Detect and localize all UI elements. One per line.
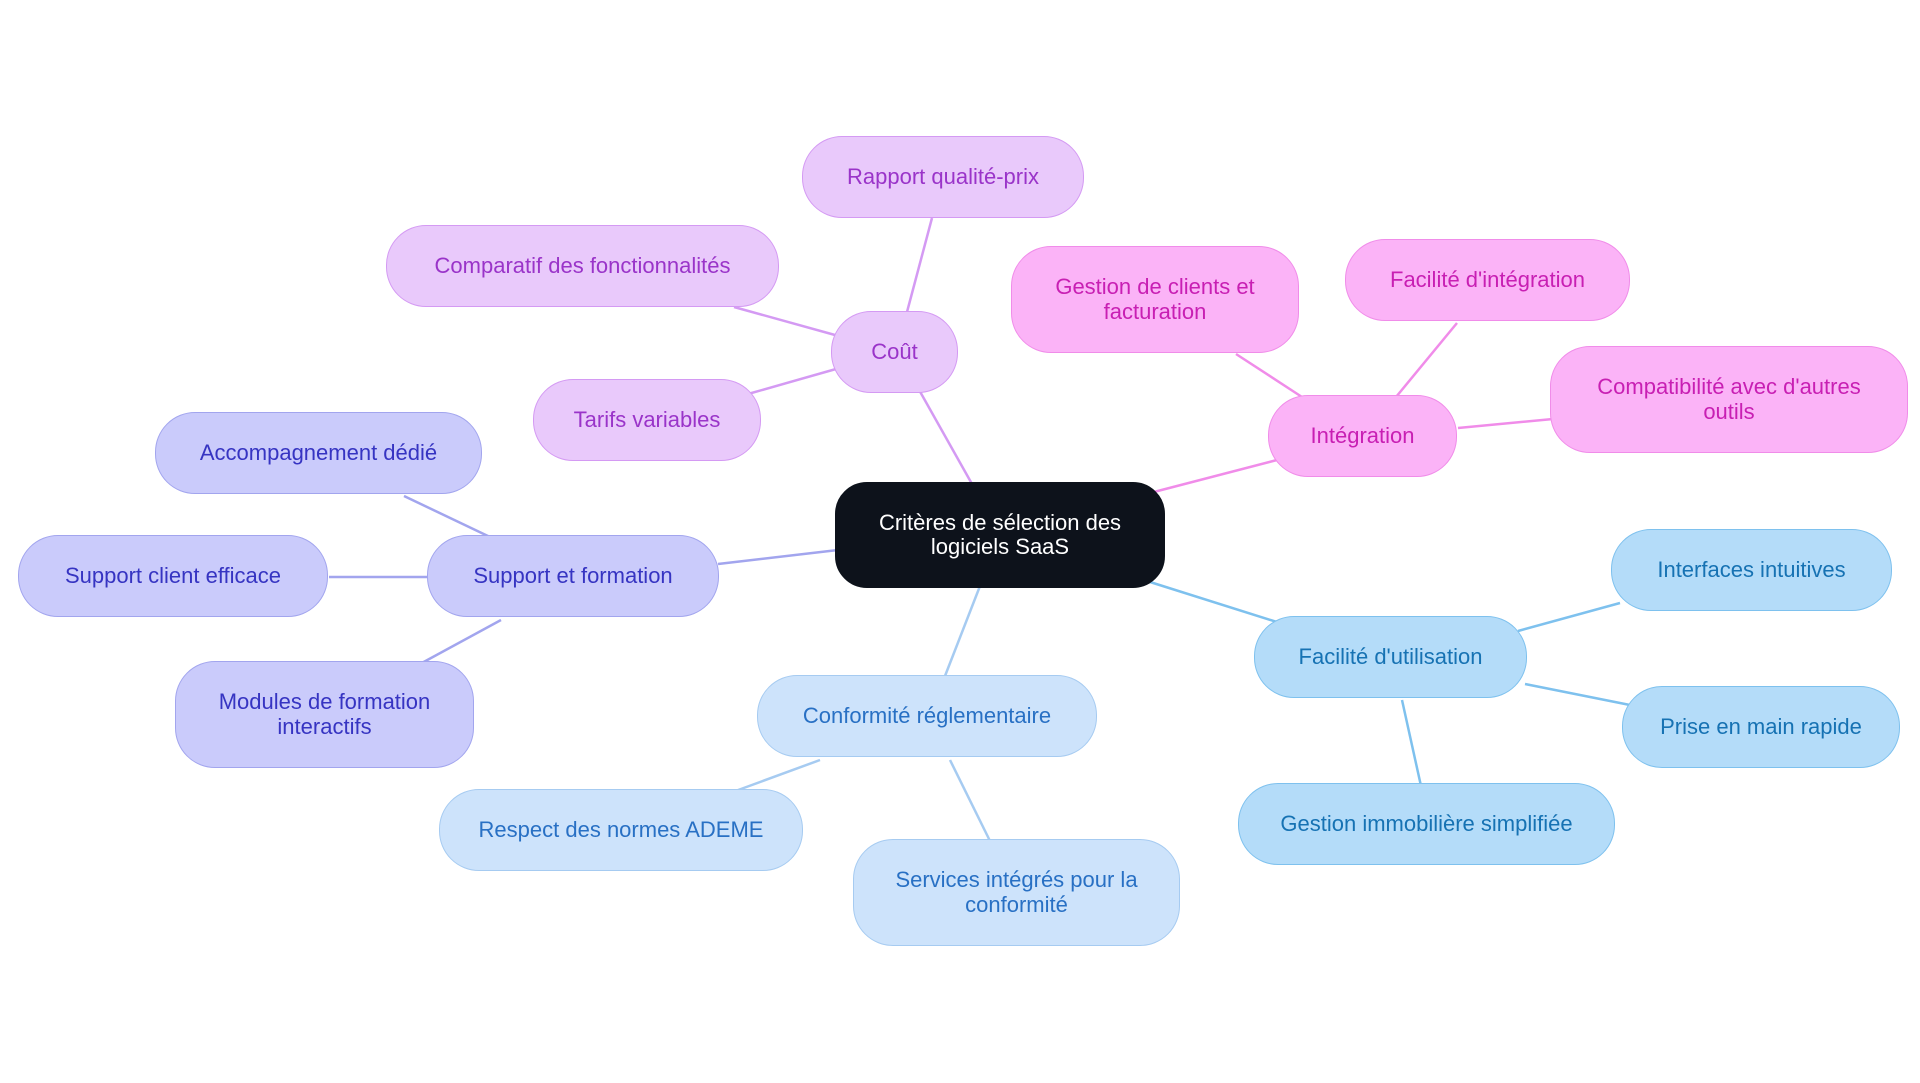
- leaf-node-tarifs-variables[interactable]: Tarifs variables: [533, 379, 761, 461]
- branch-node-label: Intégration: [1310, 422, 1415, 448]
- edge-conformite-services: [948, 759, 992, 842]
- branch-node-label: Facilité d'utilisation: [1298, 643, 1483, 669]
- leaf-node-label: Tarifs variables: [573, 406, 721, 432]
- leaf-node-comparatif-fonctionnalites[interactable]: Comparatif des fonctionnalités: [386, 225, 779, 307]
- leaf-node-gestion-immobiliere[interactable]: Gestion immobilière simplifiée: [1238, 783, 1615, 865]
- leaf-node-label: Respect des normes ADEME: [478, 816, 764, 842]
- branch-node-support-formation[interactable]: Support et formation: [427, 535, 719, 617]
- edge-root-conformite: [943, 585, 982, 677]
- leaf-node-label: Services intégrés pour la conformité: [895, 867, 1138, 917]
- root-node-label: Critères de sélection des logiciels SaaS: [878, 509, 1122, 559]
- leaf-node-gestion-clients-facturation[interactable]: Gestion de clients et facturation: [1011, 246, 1299, 353]
- edge-integration-compatibilite: [1457, 417, 1554, 430]
- edge-integration-gestion: [1235, 352, 1303, 399]
- branch-node-integration[interactable]: Intégration: [1268, 395, 1457, 477]
- leaf-node-label: Modules de formation interactifs: [218, 689, 431, 739]
- leaf-node-label: Compatibilité avec d'autres outils: [1597, 374, 1861, 424]
- edge-utilisation-interfaces: [1517, 601, 1621, 633]
- edge-root-utilisation: [1149, 580, 1281, 625]
- edge-conformite-respect: [729, 758, 821, 795]
- edge-root-cout: [916, 387, 974, 485]
- leaf-node-rapport-qualite-prix[interactable]: Rapport qualité-prix: [802, 136, 1084, 218]
- branch-node-cout[interactable]: Coût: [831, 311, 958, 393]
- leaf-node-label: Facilité d'intégration: [1390, 266, 1585, 292]
- root-node[interactable]: Critères de sélection des logiciels SaaS: [835, 482, 1165, 588]
- leaf-node-accompagnement-dedie[interactable]: Accompagnement dédié: [155, 412, 482, 494]
- edge-support-accompagnement: [403, 494, 491, 539]
- leaf-node-label: Accompagnement dédié: [199, 439, 438, 465]
- leaf-node-services-integres-conformite[interactable]: Services intégrés pour la conformité: [853, 839, 1180, 946]
- leaf-node-label: Gestion immobilière simplifiée: [1280, 810, 1573, 836]
- leaf-node-label: Gestion de clients et facturation: [1055, 274, 1255, 324]
- leaf-node-prise-en-main-rapide[interactable]: Prise en main rapide: [1622, 686, 1900, 768]
- branch-node-facilite-utilisation[interactable]: Facilité d'utilisation: [1254, 616, 1527, 698]
- edge-utilisation-gestion: [1400, 699, 1423, 787]
- edge-cout-rapport: [905, 217, 934, 313]
- leaf-node-label: Interfaces intuitives: [1657, 556, 1846, 582]
- branch-node-conformite-reglementaire[interactable]: Conformité réglementaire: [757, 675, 1097, 757]
- leaf-node-compatibilite-outils[interactable]: Compatibilité avec d'autres outils: [1550, 346, 1908, 453]
- leaf-node-interfaces-intuitives[interactable]: Interfaces intuitives: [1611, 529, 1892, 611]
- leaf-node-label: Comparatif des fonctionnalités: [434, 252, 731, 278]
- edge-cout-comparatif: [733, 305, 836, 337]
- leaf-node-modules-formation-interactifs[interactable]: Modules de formation interactifs: [175, 661, 474, 768]
- edge-support-modules: [419, 618, 502, 666]
- edge-cout-tarifs: [747, 367, 837, 396]
- branch-node-label: Support et formation: [473, 562, 673, 588]
- edge-integration-facilite: [1395, 322, 1458, 398]
- leaf-node-label: Support client efficace: [64, 562, 282, 588]
- leaf-node-label: Rapport qualité-prix: [847, 163, 1039, 189]
- branch-node-label: Coût: [871, 338, 918, 364]
- branch-node-label: Conformité réglementaire: [802, 702, 1052, 728]
- edge-root-integration: [1149, 458, 1278, 495]
- edge-utilisation-prise: [1524, 682, 1631, 707]
- leaf-node-support-client-efficace[interactable]: Support client efficace: [18, 535, 328, 617]
- leaf-node-facilite-integration[interactable]: Facilité d'intégration: [1345, 239, 1630, 321]
- leaf-node-label: Prise en main rapide: [1660, 713, 1862, 739]
- leaf-node-respect-normes-ademe[interactable]: Respect des normes ADEME: [439, 789, 803, 871]
- edge-root-support: [717, 548, 839, 566]
